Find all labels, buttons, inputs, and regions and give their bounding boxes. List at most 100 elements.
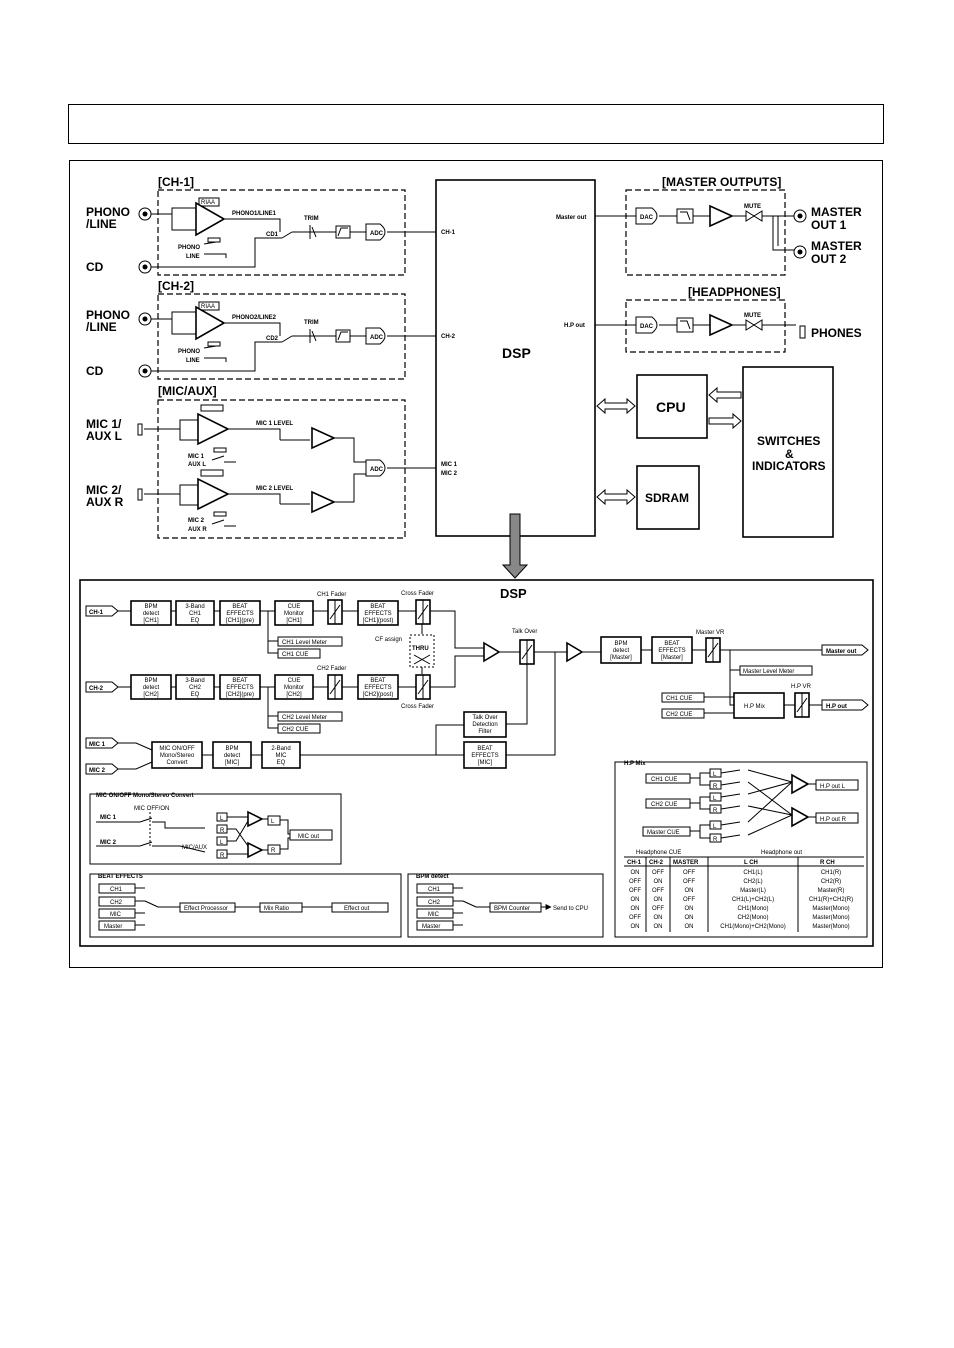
svg-text:R: R [220, 853, 225, 859]
hp-table-cell: Master(Mono) [812, 906, 849, 912]
hp-table-cell: OFF [652, 870, 664, 876]
svg-text:PHONO2/LINE2: PHONO2/LINE2 [232, 315, 277, 321]
svg-text:R: R [271, 848, 276, 854]
master-out-1: MASTER OUT 1 [793, 205, 862, 232]
svg-text:MIC 1: MIC 1 [89, 742, 106, 748]
svg-text:/LINE: /LINE [86, 320, 117, 334]
svg-text:[Master]: [Master] [661, 655, 683, 661]
hp-table-cell: Master(Mono) [812, 915, 849, 921]
dsp-be-ch1-post: BEAT EFFECTS [CH1](post) [357, 600, 399, 626]
svg-text:BEAT: BEAT [477, 746, 493, 752]
dsp-label: DSP [502, 345, 531, 361]
ch2-circuit: RIAA PHONO2/LINE2 CD2 PHONO LINE TRIM AD… [151, 301, 436, 372]
svg-text:EFFECTS: EFFECTS [226, 685, 253, 691]
svg-text:Filter: Filter [478, 729, 491, 735]
dsp-mic-convert: MIC ON/OFF Mono/Stereo Convert [151, 741, 203, 769]
input-phono-line-1: PHONO /LINE [86, 205, 152, 231]
svg-text:CD2: CD2 [266, 336, 279, 342]
input-phono-line-2: PHONO /LINE [86, 308, 152, 334]
hp-table-cell: OFF [629, 879, 641, 885]
svg-text:Headphone out: Headphone out [761, 850, 802, 856]
dsp-mic-row: MIC 1 MIC 2 MIC ON/OFF Mono/Stereo Conve… [85, 652, 556, 775]
svg-text:[CH1]: [CH1] [143, 618, 159, 624]
svg-text:MIC/AUX: MIC/AUX [182, 845, 207, 851]
svg-text:DAC: DAC [640, 324, 654, 330]
dsp-be-ch1-pre: BEAT EFFECTS [CH1](pre) [219, 600, 261, 626]
master-outputs-title: [MASTER OUTPUTS] [662, 175, 781, 189]
svg-text:[CH1](post): [CH1](post) [363, 618, 394, 624]
svg-text:R: R [220, 828, 225, 834]
master-outputs-block [625, 189, 786, 276]
svg-text:L: L [713, 796, 717, 802]
dsp-cue-ch2: CUE Monitor [CH2] [274, 674, 314, 700]
title-box [68, 104, 884, 144]
svg-text:ADC: ADC [370, 467, 384, 473]
svg-text:PHONO: PHONO [178, 349, 200, 355]
svg-text:LINE: LINE [186, 358, 200, 364]
svg-text:CD: CD [86, 364, 104, 378]
svg-text:Master Level Meter: Master Level Meter [743, 669, 794, 675]
svg-text:CD1: CD1 [266, 232, 279, 238]
svg-text:L: L [220, 816, 224, 822]
svg-text:MASTER: MASTER [811, 239, 862, 253]
dsp-ch2-row: CH-2 BPM detect [CH2] 3-Band CH2 EQ BEAT… [85, 655, 484, 734]
svg-text:L CH: L CH [744, 860, 758, 866]
hp-table-cell: ON [685, 888, 694, 894]
svg-text:CH1: CH1 [110, 887, 123, 893]
svg-text:CH2 Level Meter: CH2 Level Meter [282, 715, 327, 721]
svg-text:BEAT: BEAT [664, 641, 680, 647]
svg-text:Detection: Detection [472, 722, 497, 728]
beat-effects-panel: BEAT EFFECTS CH1 CH2 MIC Master Effect P… [89, 873, 402, 938]
svg-text:DAC: DAC [640, 215, 654, 221]
dsp-be-ch2-pre: BEAT EFFECTS [CH2](pre) [219, 674, 261, 700]
dsp-be-mic: BEAT EFFECTS [MIC] [463, 741, 507, 769]
svg-text:&: & [785, 447, 794, 461]
ch1-circuit: RIAA PHONO1/LINE1 CD1 PHONO LINE TRIM AD… [151, 197, 436, 268]
svg-text:MIC 1: MIC 1 [188, 454, 205, 460]
svg-text:BPM: BPM [144, 678, 157, 684]
svg-text:H.P out R: H.P out R [820, 817, 847, 823]
svg-text:AUX R: AUX R [188, 527, 207, 533]
svg-text:CH-2: CH-2 [89, 686, 104, 692]
svg-text:detect: detect [613, 648, 630, 654]
svg-text:Talk Over: Talk Over [512, 629, 537, 635]
svg-text:Master out: Master out [826, 649, 856, 655]
svg-text:CH2: CH2 [110, 900, 123, 906]
svg-text:BPM Counter: BPM Counter [494, 906, 530, 912]
svg-text:Mix Ratio: Mix Ratio [264, 906, 290, 912]
mic-circuit: MIC 1 LEVEL MIC 1 AUX L MIC 2 LEVEL MIC … [144, 404, 436, 533]
hp-table-cell: OFF [629, 888, 641, 894]
ch1-title: [CH-1] [158, 175, 194, 189]
bpm-detect-panel: BPM detect CH1 CH2 MIC Master BPM Counte… [407, 873, 604, 938]
svg-text:CH-1: CH-1 [627, 860, 642, 866]
cpu-block [636, 374, 708, 439]
svg-text:Master VR: Master VR [696, 630, 725, 636]
sdram-block [636, 465, 700, 530]
svg-text:H.P out L: H.P out L [820, 784, 846, 790]
svg-text:MIC 2/: MIC 2/ [86, 483, 122, 497]
hp-table-cell: ON [654, 897, 663, 903]
dsp-eq-ch1: 3-Band CH1 EQ [175, 600, 215, 626]
svg-text:R: R [713, 808, 718, 814]
hp-table-cell: ON [631, 897, 640, 903]
dsp-mic2-in: MIC 2 [441, 471, 458, 477]
svg-text:OUT 2: OUT 2 [811, 252, 847, 266]
ch2-title: [CH-2] [158, 279, 194, 293]
svg-text:THRU: THRU [412, 646, 429, 652]
svg-text:CH2 CUE: CH2 CUE [666, 712, 692, 718]
switches-indicators-label: SWITCHES & INDICATORS [752, 434, 826, 473]
svg-text:BEAT: BEAT [370, 604, 386, 610]
svg-text:ADC: ADC [370, 335, 384, 341]
hp-table-cell: ON [654, 924, 663, 930]
master-output-chain: DAC MUTE [595, 204, 795, 251]
svg-text:OUT 1: OUT 1 [811, 218, 847, 232]
svg-text:Talk Over: Talk Over [472, 715, 497, 721]
dsp-eq-mic: 2-Band MIC EQ [261, 741, 301, 769]
svg-text:EQ: EQ [191, 692, 200, 698]
hp-mix-panel: H.P Mix CH1 CUE CH2 CUE Master CUE L R L… [614, 761, 868, 938]
svg-text:MIC 2 LEVEL: MIC 2 LEVEL [256, 486, 293, 492]
svg-text:CH1 Level Meter: CH1 Level Meter [282, 640, 327, 646]
svg-text:AUX L: AUX L [86, 429, 122, 443]
svg-text:EFFECTS: EFFECTS [364, 611, 391, 617]
svg-text:RIAA: RIAA [201, 304, 215, 310]
